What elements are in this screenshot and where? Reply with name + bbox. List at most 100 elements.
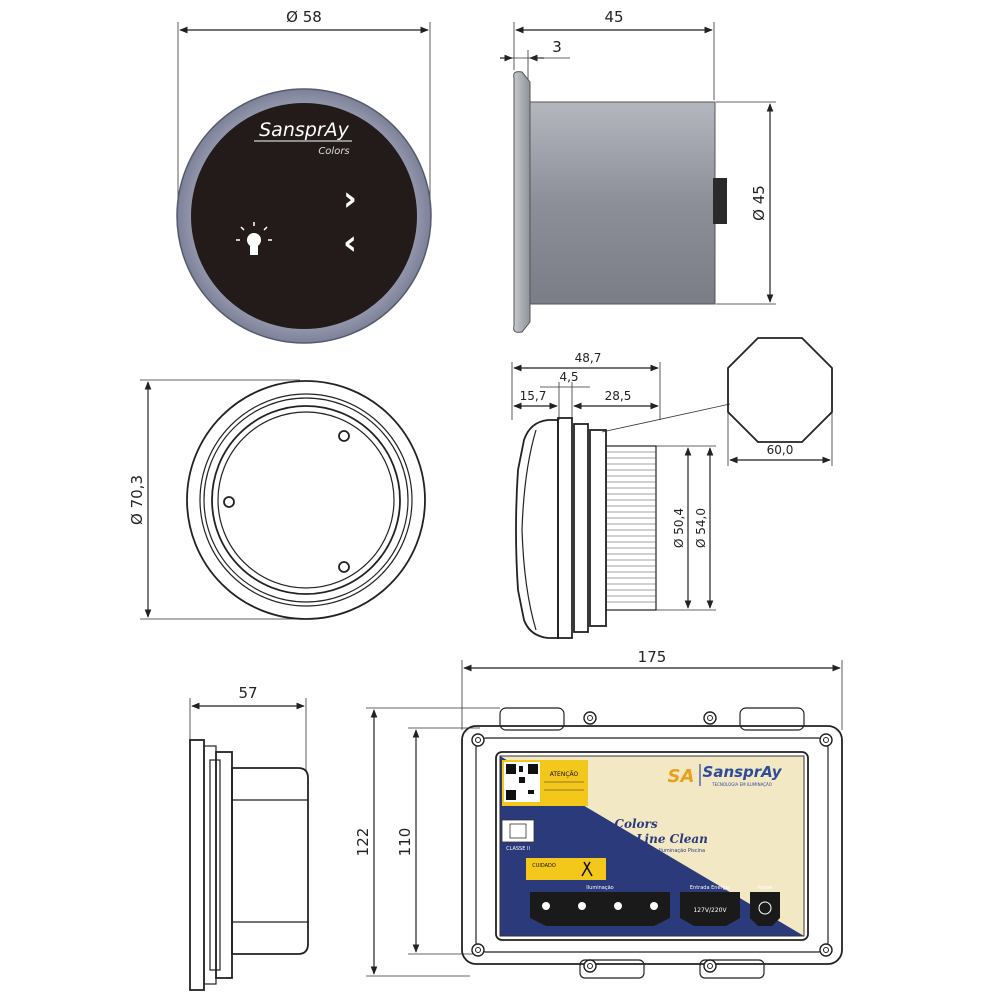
back-view: Ø 70,3 bbox=[128, 379, 426, 620]
bolt-hole bbox=[587, 963, 593, 969]
dim-nut-width: 60,0 bbox=[767, 443, 794, 457]
dim-section-right: 28,5 bbox=[605, 389, 632, 403]
dim-section-d2: Ø 54,0 bbox=[694, 508, 708, 548]
bolt-hole bbox=[475, 947, 481, 953]
bolt-icon bbox=[819, 733, 833, 747]
enclosure-outer bbox=[461, 725, 843, 965]
class-ii-symbol bbox=[501, 819, 535, 843]
section-thread bbox=[605, 445, 657, 611]
bolt-icon bbox=[819, 943, 833, 957]
bolt-icon bbox=[703, 711, 717, 725]
section-collar bbox=[573, 423, 589, 633]
back-ring-2 bbox=[199, 393, 413, 607]
product-subtitle: Iluminação Piscina bbox=[659, 848, 705, 854]
enclosure-rim bbox=[475, 737, 829, 953]
iluminacao-label: Iluminação bbox=[586, 885, 613, 891]
qr-code-pattern bbox=[506, 764, 538, 800]
housing-body bbox=[526, 101, 716, 305]
section-view: 48,7 4,5 15,7 28,5 Ø 50,4 Ø 54,0 60,0 bbox=[511, 337, 833, 639]
back-ring-4 bbox=[211, 405, 401, 595]
light-bulb-icon bbox=[236, 222, 272, 255]
bolt-hole bbox=[707, 963, 713, 969]
bolt-icon bbox=[471, 733, 485, 747]
dim-box-width: 175 bbox=[638, 648, 667, 666]
dim-box-height-inner: 110 bbox=[396, 828, 414, 857]
painel-label: Painel bbox=[758, 885, 773, 891]
back-outer-ring bbox=[186, 380, 426, 620]
entrada-label: Entrada Energia bbox=[690, 885, 730, 891]
dim-side-length: 45 bbox=[604, 8, 623, 26]
iluminacao-panel bbox=[530, 892, 670, 926]
bolt-icon bbox=[703, 959, 717, 973]
painel-panel bbox=[750, 892, 780, 926]
dim-front-diameter: Ø 58 bbox=[286, 8, 322, 26]
bulb-icon bbox=[650, 902, 658, 910]
back-ring-3 bbox=[203, 397, 409, 603]
bolt-icon bbox=[583, 711, 597, 725]
bulb-icon bbox=[578, 902, 586, 910]
class-ii-square bbox=[509, 823, 527, 839]
section-dome bbox=[515, 419, 559, 639]
brand-name: SansprAy bbox=[703, 763, 783, 781]
product-name-line1: Colors bbox=[614, 817, 657, 831]
box-side-rim-inner bbox=[209, 759, 221, 971]
brand-tagline: TECNOLOGIA EM ILUMINAÇÃO bbox=[711, 782, 772, 787]
bolt-hole bbox=[823, 737, 829, 743]
dim-section-gap: 4,5 bbox=[559, 370, 578, 384]
dim-box-height-outer: 122 bbox=[354, 828, 372, 857]
latch-tab bbox=[699, 959, 765, 979]
hinge-tab bbox=[499, 707, 565, 731]
box-side-lid bbox=[189, 739, 205, 991]
box-side-body bbox=[231, 767, 309, 955]
section-nut bbox=[589, 429, 607, 627]
painel-connector-icon bbox=[758, 901, 772, 915]
screw-hole bbox=[338, 561, 350, 573]
caution-sticker bbox=[526, 858, 606, 880]
panel-brand-text: SansprAy bbox=[259, 119, 350, 141]
left-arrow-icon: ‹ bbox=[343, 223, 357, 263]
section-flange bbox=[557, 417, 573, 639]
right-arrow-icon: › bbox=[343, 179, 357, 219]
screw-hole bbox=[223, 496, 235, 508]
section-dome-inner bbox=[521, 429, 537, 631]
bulb-icon bbox=[542, 902, 550, 910]
octagon-nut bbox=[727, 337, 833, 443]
bolt-hole bbox=[823, 947, 829, 953]
voltage-label: 127V/220V bbox=[693, 907, 727, 914]
enclosure-lid bbox=[495, 751, 809, 941]
bolt-hole bbox=[707, 715, 713, 721]
warning-text: ATENÇÃO bbox=[550, 771, 579, 778]
class-ii-text: CLASSE II bbox=[506, 846, 530, 852]
callout-leader bbox=[601, 403, 731, 433]
logo-mark: SA bbox=[668, 766, 695, 787]
dim-side-flange: 3 bbox=[552, 38, 562, 56]
section-thread-lines bbox=[606, 451, 656, 603]
bolt-hole bbox=[587, 715, 593, 721]
dim-box-depth: 57 bbox=[238, 684, 257, 702]
front-view: Ø 58 SansprAy Colors › ‹ bbox=[176, 8, 432, 344]
dim-back-diameter: Ø 70,3 bbox=[128, 475, 146, 525]
product-name-line2: Line Clean bbox=[635, 832, 708, 846]
bolt-hole bbox=[475, 737, 481, 743]
dim-section-left: 15,7 bbox=[520, 389, 547, 403]
screw-hole bbox=[338, 430, 350, 442]
hinge-tab bbox=[739, 707, 805, 731]
caution-text: CUIDADO bbox=[532, 863, 556, 869]
entrada-panel bbox=[680, 892, 740, 926]
back-inner-ring bbox=[217, 411, 395, 589]
box-side-view: 57 bbox=[189, 684, 309, 991]
latch-tab bbox=[579, 959, 645, 979]
housing-knob bbox=[713, 178, 727, 224]
side-view: 45 3 Ø 45 bbox=[500, 8, 776, 333]
bolt-icon bbox=[583, 959, 597, 973]
box-front-view: 175 122 110 ATENÇÃO bbox=[354, 648, 843, 979]
housing-flange bbox=[513, 71, 531, 333]
dim-section-total: 48,7 bbox=[575, 351, 602, 365]
output-bulbs bbox=[542, 902, 658, 910]
bolt-icon bbox=[471, 943, 485, 957]
label-border bbox=[499, 755, 805, 937]
panel-face bbox=[191, 103, 417, 329]
caution-icon bbox=[581, 861, 593, 877]
panel-sub-text: Colors bbox=[318, 146, 349, 157]
